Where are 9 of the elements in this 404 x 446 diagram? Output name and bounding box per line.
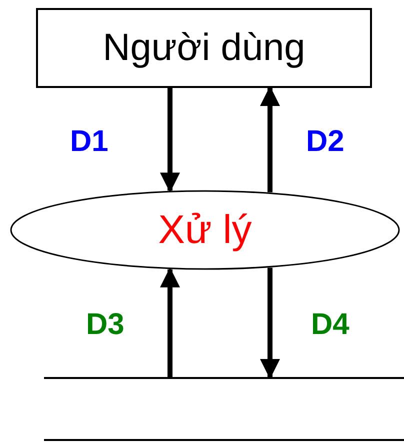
entity-box — [36, 8, 372, 88]
arrow — [160, 267, 180, 377]
arrow — [260, 86, 280, 192]
arrow — [260, 268, 280, 379]
process-ellipse — [10, 190, 400, 270]
node-label: Người dùng — [102, 26, 306, 70]
data-store — [44, 377, 404, 441]
node-label: Xử lý — [158, 208, 252, 252]
arrow — [160, 88, 180, 193]
